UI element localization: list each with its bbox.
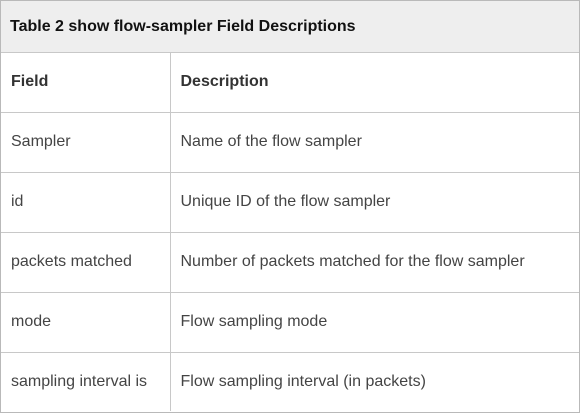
table-row: Sampler Name of the flow sampler [1, 112, 579, 173]
field-cell: Sampler [1, 112, 170, 173]
description-cell: Unique ID of the flow sampler [169, 172, 579, 233]
table-row: packets matched Number of packets matche… [1, 232, 579, 293]
table-caption: Table 2 show flow-sampler Field Descript… [1, 1, 579, 53]
table-row: sampling interval is Flow sampling inter… [1, 352, 579, 411]
field-cell: packets matched [1, 232, 170, 293]
field-cell: id [1, 172, 170, 233]
description-cell: Flow sampling mode [169, 292, 579, 353]
table-row: id Unique ID of the flow sampler [1, 172, 579, 233]
column-header-description: Description [169, 53, 579, 113]
header-row: Field Description [1, 53, 579, 113]
table-row: mode Flow sampling mode [1, 292, 579, 353]
descriptions-grid: Field Description Sampler Name of the fl… [1, 53, 579, 411]
field-cell: sampling interval is [11, 372, 148, 390]
description-cell: Flow sampling interval (in packets) [169, 352, 579, 411]
description-cell: Number of packets matched for the flow s… [169, 232, 579, 293]
field-cell: mode [1, 292, 170, 353]
description-cell: Name of the flow sampler [169, 112, 579, 173]
column-header-field: Field [1, 53, 170, 113]
